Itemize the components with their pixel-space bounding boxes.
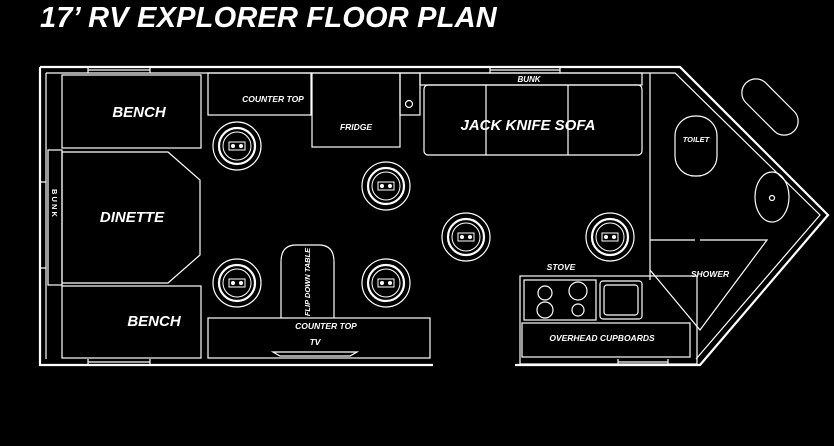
- dinette-table: DINETTE: [61, 151, 201, 284]
- fridge-label: FRIDGE: [340, 122, 372, 132]
- flip-down-table-label: FLIP DOWN TABLE: [303, 247, 312, 316]
- jack-knife-sofa: JACK KNIFE SOFA: [423, 84, 643, 156]
- shower-label: SHOWER: [691, 269, 730, 279]
- vanity: [741, 78, 799, 136]
- ice-hole-icon: [585, 212, 635, 262]
- top-bunk-label: BUNK: [517, 75, 541, 84]
- ice-hole-icon: [212, 121, 262, 171]
- counter-top-upper: COUNTER TOP: [207, 72, 312, 116]
- rod-holder-icon: [377, 181, 395, 191]
- counter-top-lower-label: COUNTER TOP: [295, 321, 357, 331]
- jack-knife-sofa-label: JACK KNIFE SOFA: [460, 117, 595, 134]
- counter-top-upper-label: COUNTER TOP: [242, 94, 304, 104]
- rod-holder-icon: [601, 232, 619, 242]
- rod-holder-icon: [228, 278, 246, 288]
- page-title: 17’ RV EXPLORER FLOOR PLAN: [40, 2, 497, 34]
- counter-top-lower: COUNTER TOP TV: [207, 317, 431, 359]
- side-bunk-label: B U N K: [50, 189, 59, 218]
- ice-hole-icon: [361, 258, 411, 308]
- bench-top: BENCH: [61, 74, 202, 149]
- flip-down-table: FLIP DOWN TABLE: [280, 244, 335, 318]
- kitchen: STOVE OVERHEAD CUPBOARDS: [519, 262, 698, 365]
- rod-holder-icon: [377, 278, 395, 288]
- rod-holder-icon: [228, 141, 246, 151]
- bench-top-label: BENCH: [112, 104, 167, 121]
- bench-bottom-label: BENCH: [127, 313, 182, 330]
- ice-hole-icon: [212, 258, 262, 308]
- bench-bottom: BENCH: [61, 285, 202, 359]
- side-bunk: B U N K: [47, 149, 63, 286]
- bathroom: TOILET SHOWER: [649, 73, 799, 331]
- ice-hole-icon: [361, 161, 411, 211]
- toilet-label: TOILET: [683, 135, 711, 144]
- dinette-label: DINETTE: [100, 209, 165, 226]
- stove: [523, 279, 597, 321]
- kitchen-sink: [599, 280, 643, 320]
- rod-holder-icon: [457, 232, 475, 242]
- overhead-cupboards-label: OVERHEAD CUPBOARDS: [549, 333, 655, 343]
- tv-label: TV: [310, 337, 322, 347]
- ice-hole-icon: [441, 212, 491, 262]
- stove-label: STOVE: [547, 262, 576, 272]
- fridge: FRIDGE: [311, 72, 421, 148]
- top-bunk: BUNK: [419, 72, 643, 86]
- toilet: TOILET: [674, 115, 718, 177]
- sink: [754, 171, 790, 223]
